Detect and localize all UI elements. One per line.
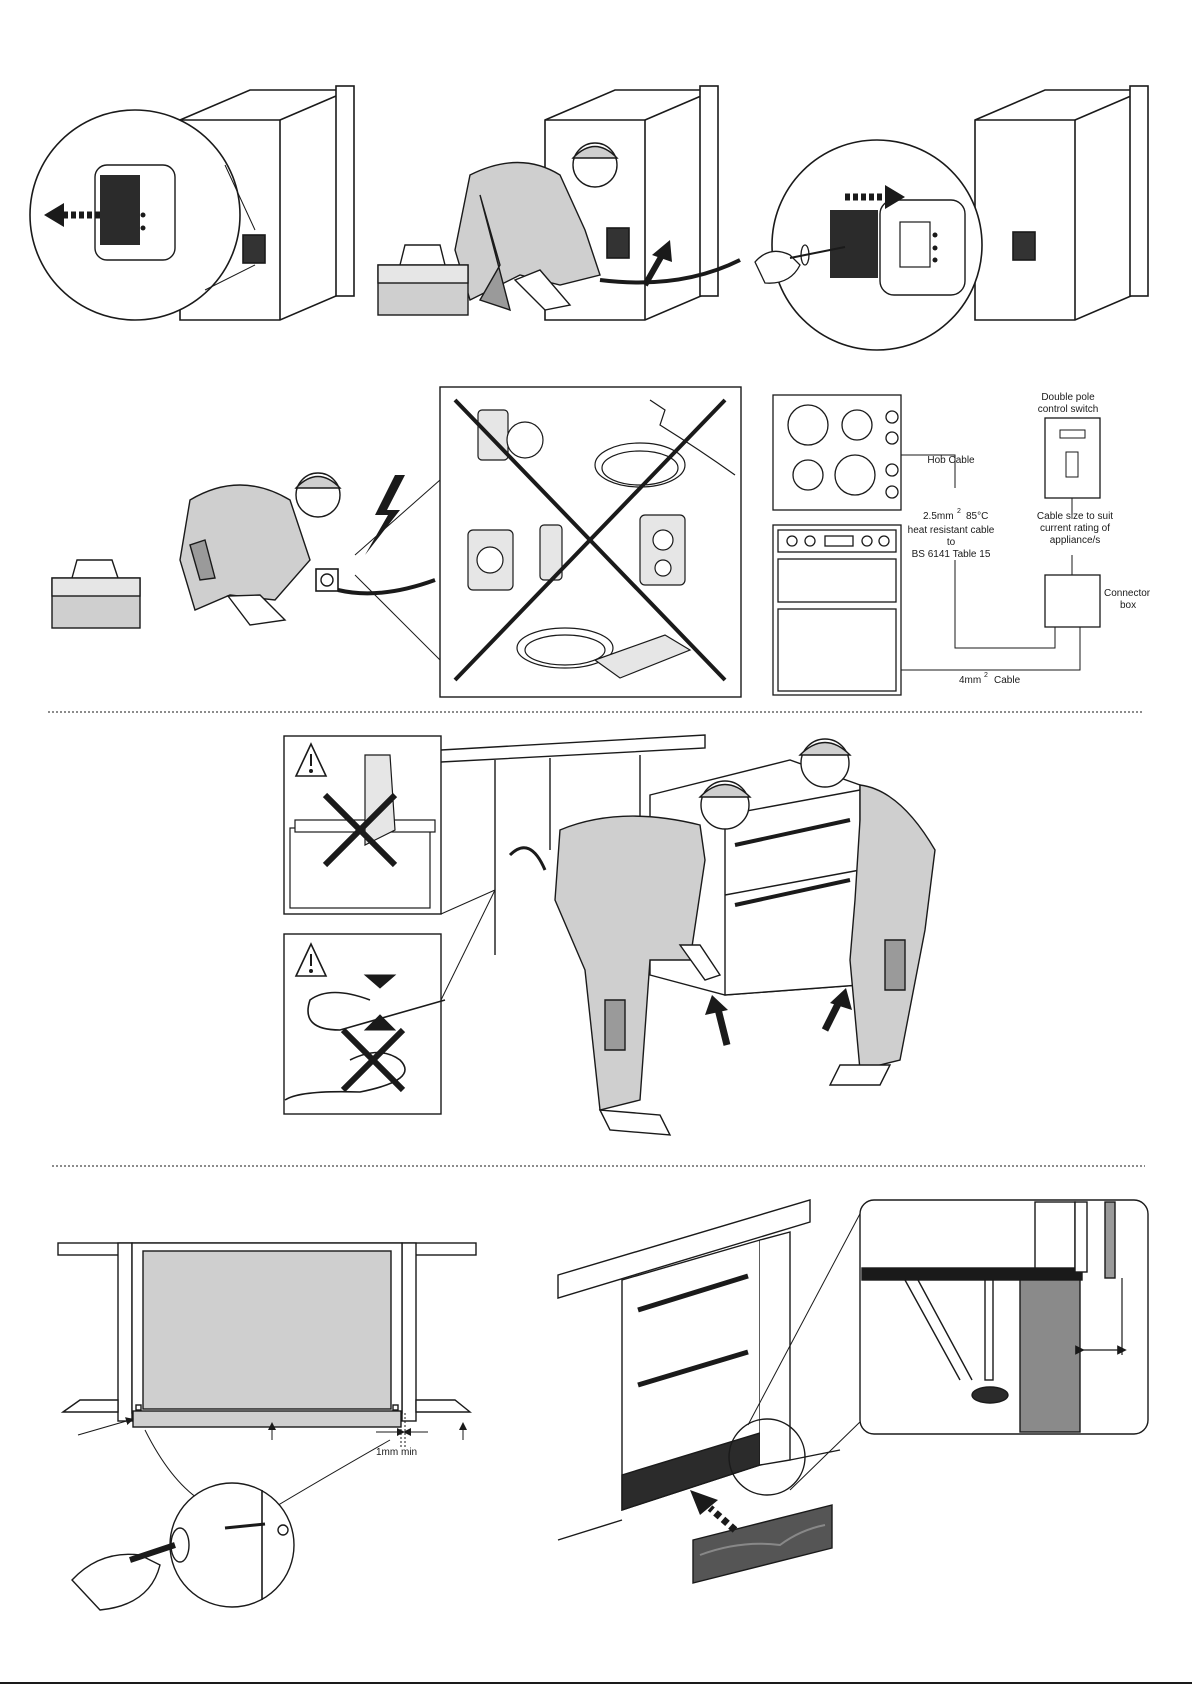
step-no-plug-adapters (52, 387, 741, 697)
switch-label-line1: Double pole (1041, 392, 1095, 403)
cable-size-line1: Cable size to suit (1037, 511, 1113, 522)
electric-shock-icon (365, 475, 405, 555)
timer-socket-icon (640, 515, 685, 585)
step-fit-plinth (558, 1200, 1148, 1583)
forbidden-adapters-panel (355, 387, 741, 697)
screw-detail-magnifier (72, 1430, 390, 1610)
toolbox-icon (378, 245, 468, 315)
main-cable-superscript: 2 (984, 672, 988, 679)
connector-box-icon (1045, 575, 1100, 627)
cable-spec-line4: BS 6141 Table 15 (912, 549, 991, 560)
toolbox-icon-2 (52, 560, 140, 628)
cable-spec-line3: to (947, 537, 956, 548)
insert-arrow-icon (710, 1508, 735, 1530)
plinth-section (1020, 1280, 1080, 1432)
switch-label-line2: control switch (1038, 404, 1099, 415)
gap-label: 1mm min (376, 1447, 417, 1458)
cable-size-line2: current rating of (1040, 523, 1110, 534)
worker-at-socket (180, 473, 340, 625)
terminal-cover-shape-3 (830, 210, 878, 278)
oven-back-illustration-3 (975, 86, 1148, 320)
step-connect-cable (378, 86, 740, 320)
cable-size-line3: appliance/s (1050, 535, 1101, 546)
built-in-oven-perspective (558, 1200, 840, 1540)
oven-front-illustration (773, 525, 901, 695)
connector-label-line2: box (1120, 600, 1136, 611)
warning-cable-panel (284, 934, 445, 1114)
step-lift-oven (284, 735, 935, 1135)
wall-socket-icon (316, 569, 338, 591)
step-fix-oven-cabinet: 1mm min (58, 1243, 476, 1610)
terminal-cover-shape (100, 175, 140, 245)
main-cable-size: 4mm (959, 675, 981, 686)
connector-label-line1: Connector (1104, 588, 1151, 599)
main-cable-unit: Cable (994, 675, 1021, 686)
warning-handle-panel (284, 736, 441, 914)
hob-illustration (773, 395, 901, 510)
cable-spec-temp: 85°C (966, 511, 988, 522)
step-refit-terminal-cover (755, 86, 1148, 350)
hob-cable-label: Hob Cable (927, 455, 975, 466)
cable-spec-line2: heat resistant cable (908, 525, 995, 536)
socket-cable (338, 580, 435, 593)
hand-with-screwdriver (72, 1554, 160, 1610)
wiring-diagram: Hob Cable Double pole control switch 2.5… (773, 392, 1151, 695)
plinth-detail-magnifier (729, 1200, 1148, 1495)
step-remove-terminal-cover (30, 86, 354, 320)
cabinet-front-view (58, 1243, 476, 1427)
cable-spec-size: 2.5mm (923, 511, 954, 522)
cable-spec-superscript: 2 (957, 508, 961, 515)
plinth-board (693, 1505, 832, 1583)
